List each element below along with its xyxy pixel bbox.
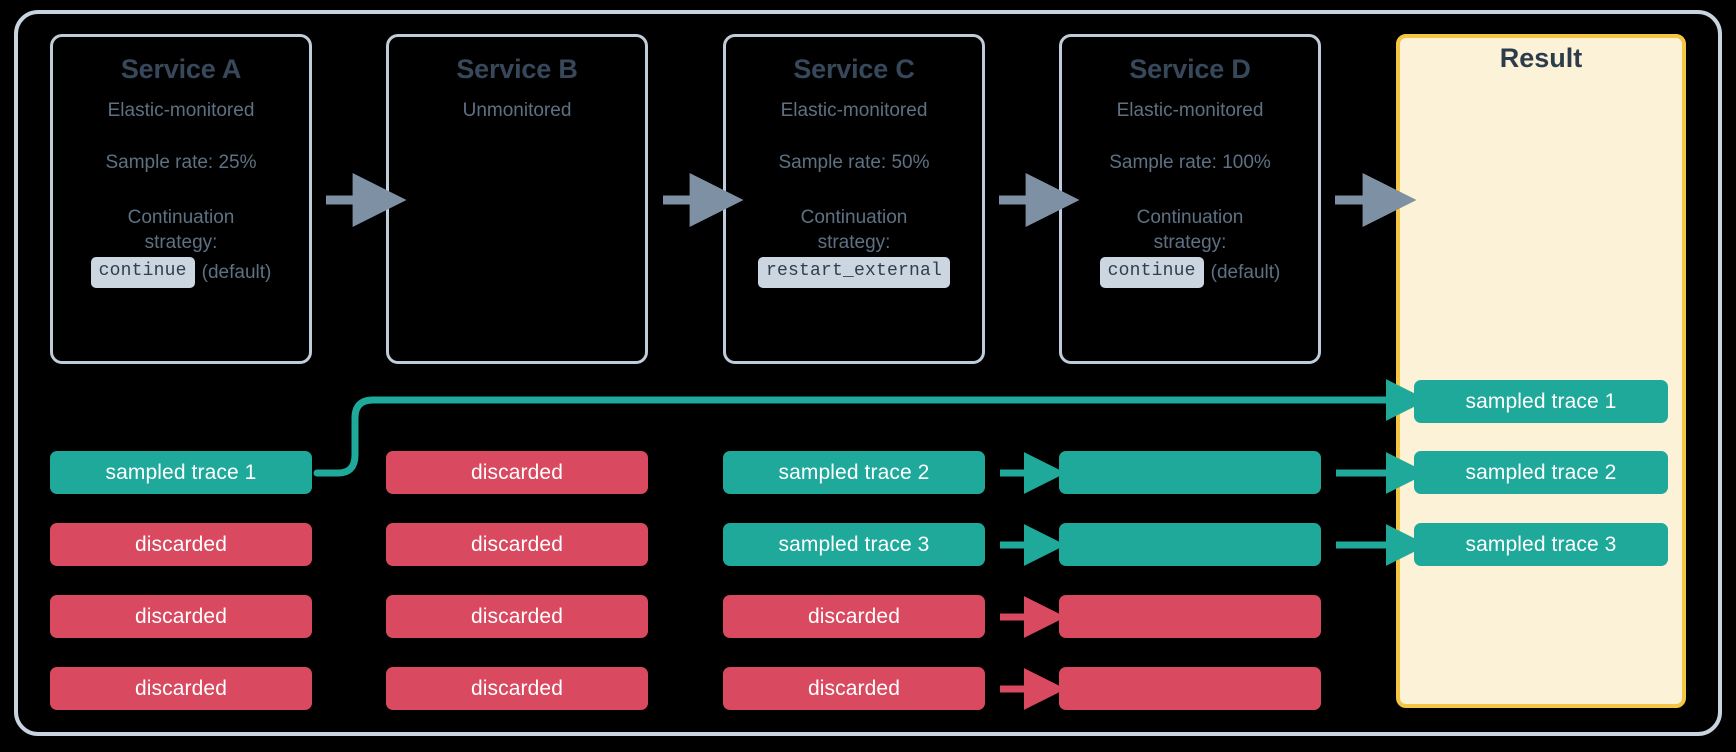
result-trace-pill: sampled trace 2 <box>1414 451 1668 494</box>
result-trace-label: sampled trace 3 <box>1465 533 1617 556</box>
service-card-d: Service D Elastic-monitored Sample rate:… <box>1059 34 1321 364</box>
continuation-strategy-line: restart_external <box>757 257 951 289</box>
strategy-code-badge: restart_external <box>757 257 951 289</box>
continuation-label-line1: Continuation <box>800 206 908 228</box>
trace-pill-label: discarded <box>808 677 900 700</box>
trace-pill: discarded <box>386 523 648 566</box>
service-sample-rate: Sample rate: 25% <box>105 152 257 174</box>
trace-pill: sampled trace 3 <box>723 523 985 566</box>
service-continuation-block: Continuation strategy: restart_external <box>757 205 951 289</box>
service-card-b: Service B Unmonitored <box>386 34 648 364</box>
strategy-code-badge: continue <box>1099 257 1204 289</box>
trace-pill-label: sampled trace 2 <box>778 461 930 484</box>
service-monitoring-status: Elastic-monitored <box>780 100 928 122</box>
trace-pill-label: discarded <box>471 677 563 700</box>
service-sample-rate: Sample rate: 100% <box>1109 152 1271 174</box>
continuation-label-line1: Continuation <box>127 206 235 228</box>
trace-pill <box>1059 523 1321 566</box>
strategy-default-note: (default) <box>201 262 272 284</box>
trace-pill-label: sampled trace 1 <box>105 461 257 484</box>
service-card-a: Service A Elastic-monitored Sample rate:… <box>50 34 312 364</box>
trace-pill: discarded <box>50 523 312 566</box>
trace-pill-label: discarded <box>471 533 563 556</box>
service-sample-rate: Sample rate: 50% <box>778 152 930 174</box>
result-trace-label: sampled trace 2 <box>1465 461 1617 484</box>
trace-pill <box>1059 451 1321 494</box>
trace-pill-label: discarded <box>135 605 227 628</box>
continuation-label-line2: strategy: <box>1153 232 1227 254</box>
strategy-code-badge: continue <box>90 257 195 289</box>
trace-pill-label: discarded <box>471 461 563 484</box>
trace-pill: sampled trace 2 <box>723 451 985 494</box>
trace-pill: discarded <box>723 595 985 638</box>
trace-pill-label: discarded <box>135 533 227 556</box>
continuation-strategy-line: continue (default) <box>90 257 272 289</box>
trace-pill-label: discarded <box>471 605 563 628</box>
trace-pill: discarded <box>386 595 648 638</box>
trace-pill <box>1059 595 1321 638</box>
trace-pill: sampled trace 1 <box>50 451 312 494</box>
trace-pill: discarded <box>386 451 648 494</box>
service-card-title: Service A <box>120 54 242 84</box>
service-continuation-block: Continuation strategy: continue (default… <box>90 205 272 289</box>
trace-pill-label: discarded <box>808 605 900 628</box>
continuation-label-line2: strategy: <box>144 232 218 254</box>
trace-pill-label: sampled trace 3 <box>778 533 930 556</box>
trace-pill: discarded <box>386 667 648 710</box>
result-panel-title: Result <box>1499 43 1583 73</box>
result-trace-pill: sampled trace 1 <box>1414 380 1668 423</box>
service-card-title: Service B <box>456 54 578 84</box>
service-card-title: Service D <box>1129 54 1251 84</box>
service-monitoring-status: Elastic-monitored <box>1116 100 1264 122</box>
strategy-default-note: (default) <box>1210 262 1281 284</box>
service-card-c: Service C Elastic-monitored Sample rate:… <box>723 34 985 364</box>
service-continuation-block: Continuation strategy: continue (default… <box>1099 205 1281 289</box>
continuation-label-line1: Continuation <box>1136 206 1244 228</box>
service-monitoring-status: Elastic-monitored <box>107 100 255 122</box>
trace-pill: discarded <box>50 595 312 638</box>
service-card-title: Service C <box>793 54 915 84</box>
trace-pill: discarded <box>50 667 312 710</box>
trace-pill <box>1059 667 1321 710</box>
result-trace-pill: sampled trace 3 <box>1414 523 1668 566</box>
continuation-strategy-line: continue (default) <box>1099 257 1281 289</box>
trace-pill: discarded <box>723 667 985 710</box>
continuation-label-line2: strategy: <box>817 232 891 254</box>
result-trace-label: sampled trace 1 <box>1465 390 1617 413</box>
result-panel <box>1396 34 1686 708</box>
trace-pill-label: discarded <box>135 677 227 700</box>
service-monitoring-status: Unmonitored <box>462 100 572 122</box>
